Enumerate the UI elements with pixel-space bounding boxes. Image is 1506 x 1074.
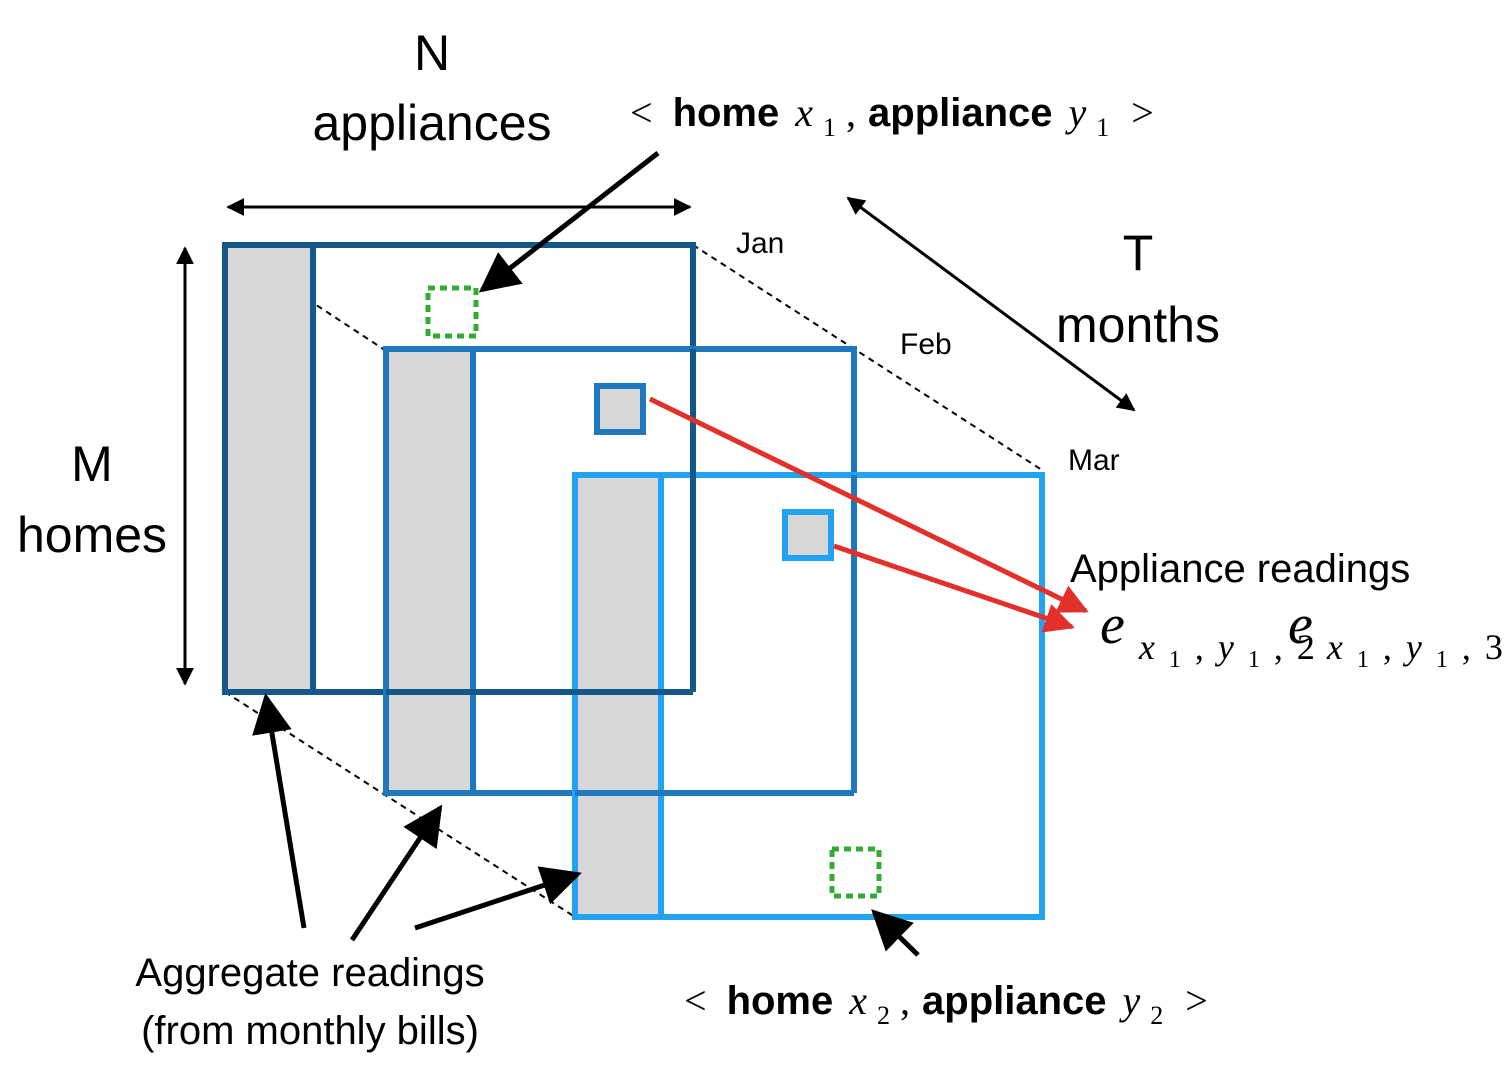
depth-edge-top-right <box>692 244 1043 471</box>
overlap-lines <box>386 349 857 796</box>
month-label-jan: Jan <box>736 227 784 260</box>
pointer-aggregate-feb <box>349 804 443 942</box>
aggregate-label-line2: (from monthly bills) <box>141 1009 479 1053</box>
pair-bottom-label: < home x 2 , appliance y 2 > <box>684 978 1208 1033</box>
aggregate-column-jan <box>225 245 313 692</box>
pair-top-label: < home x 1 , appliance y 1 > <box>630 90 1154 145</box>
reading-e-month-2: e x 1 , y 1 , 2 <box>1100 594 1315 680</box>
n-symbol: N <box>414 25 450 81</box>
pointer-top-pair <box>478 151 660 293</box>
n-label: appliances <box>312 95 551 151</box>
aggregate-label-line1: Aggregate readings <box>135 951 484 995</box>
reading-cell-mar <box>782 509 834 561</box>
reading-e-month-3: e x 1 , y 1 , 3 <box>1288 594 1503 680</box>
appliance-readings-label: Appliance readings <box>1070 547 1410 591</box>
pointer-aggregate-mar <box>414 866 582 931</box>
t-arrow <box>846 196 1136 412</box>
highlight-cell-top <box>425 285 479 339</box>
month-label-mar: Mar <box>1068 444 1120 477</box>
reading-cell-feb <box>594 383 646 435</box>
aggregate-column-feb <box>386 349 473 793</box>
t-label: months <box>1056 297 1220 353</box>
reading-arrow-feb <box>648 396 1089 614</box>
month-label-feb: Feb <box>900 328 952 361</box>
t-symbol: T <box>1123 225 1154 281</box>
aggregate-column-mar <box>575 475 661 917</box>
pointer-aggregate-jan <box>252 693 307 929</box>
m-symbol: M <box>71 436 113 492</box>
slice-mar <box>572 472 1045 920</box>
m-label: homes <box>17 507 167 563</box>
reading-arrow-mar <box>833 543 1075 633</box>
pointer-bottom-pair <box>871 909 920 957</box>
